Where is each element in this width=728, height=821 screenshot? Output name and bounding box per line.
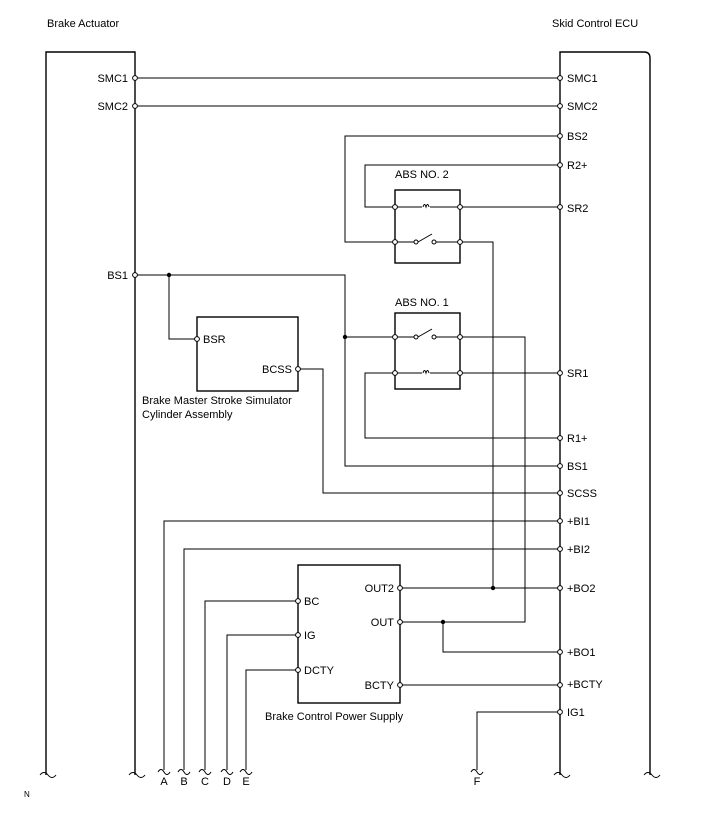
ecu-pin-sr2: SR2	[567, 203, 588, 215]
border-pins	[132, 75, 563, 715]
relay-abs-no-2	[392, 189, 463, 264]
ecu-pin-sr1: SR1	[567, 368, 588, 380]
ecu-pin-ig1: IG1	[567, 707, 585, 719]
power-supply-caption: Brake Control Power Supply	[265, 711, 404, 723]
ecu-pin-smc2: SMC2	[567, 101, 598, 113]
simulator-pin-bsr: BSR	[203, 334, 226, 346]
ecu-pin-bi1: +BI1	[567, 516, 590, 528]
splice-dot	[490, 585, 496, 591]
actuator-pin-smc1: SMC1	[97, 73, 128, 85]
relay-abs-no-2-label: ABS NO. 2	[395, 169, 449, 181]
splice-dot	[166, 272, 172, 278]
simulator-caption-line2: Cylinder Assembly	[142, 409, 233, 421]
ecu-pin-bo2: +BO2	[567, 583, 595, 595]
ecu-pin-r1-plus: R1+	[567, 433, 588, 445]
connector-terminations	[157, 769, 484, 775]
actuator-pin-smc2: SMC2	[97, 101, 128, 113]
connector-c: C	[201, 776, 209, 788]
corner-mark: N	[24, 790, 30, 799]
connector-e: E	[242, 776, 249, 788]
power-supply-pin-bc: BC	[304, 596, 319, 608]
skid-control-ecu	[553, 51, 661, 778]
ecu-pin-bs2: BS2	[567, 131, 588, 143]
connector-d: D	[223, 776, 231, 788]
power-supply-pin-out2: OUT2	[365, 583, 394, 595]
ecu-pin-bs1: BS1	[567, 461, 588, 473]
relay-abs-no-1-label: ABS NO. 1	[395, 297, 449, 309]
wires	[135, 77, 560, 770]
power-supply-pin-dcty: DCTY	[304, 665, 335, 677]
splice-dot	[342, 334, 348, 340]
stroke-simulator	[194, 316, 301, 392]
simulator-caption-line1: Brake Master Stroke Simulator	[142, 395, 292, 407]
brake-actuator	[39, 51, 146, 778]
ecu-pin-r2-plus: R2+	[567, 160, 588, 172]
splice-dot	[440, 619, 446, 625]
connector-f: F	[474, 776, 481, 788]
power-supply-pin-bcty: BCTY	[365, 680, 395, 692]
simulator-pin-bcss: BCSS	[262, 364, 292, 376]
ecu-pin-smc1: SMC1	[567, 73, 598, 85]
power-supply-pin-out: OUT	[371, 617, 395, 629]
ecu-pin-bo1: +BO1	[567, 647, 595, 659]
brake-control-power-supply	[295, 564, 403, 704]
ecu-pin-bi2: +BI2	[567, 544, 590, 556]
connector-b: B	[180, 776, 187, 788]
power-supply-pin-ig: IG	[304, 630, 316, 642]
brake-actuator-title: Brake Actuator	[47, 18, 119, 30]
skid-control-ecu-title: Skid Control ECU	[552, 18, 638, 30]
ecu-pin-scss: SCSS	[567, 488, 597, 500]
connector-a: A	[160, 776, 168, 788]
relay-abs-no-1	[392, 312, 463, 390]
ecu-pin-bcty: +BCTY	[567, 679, 603, 691]
actuator-pin-bs1: BS1	[107, 270, 128, 282]
